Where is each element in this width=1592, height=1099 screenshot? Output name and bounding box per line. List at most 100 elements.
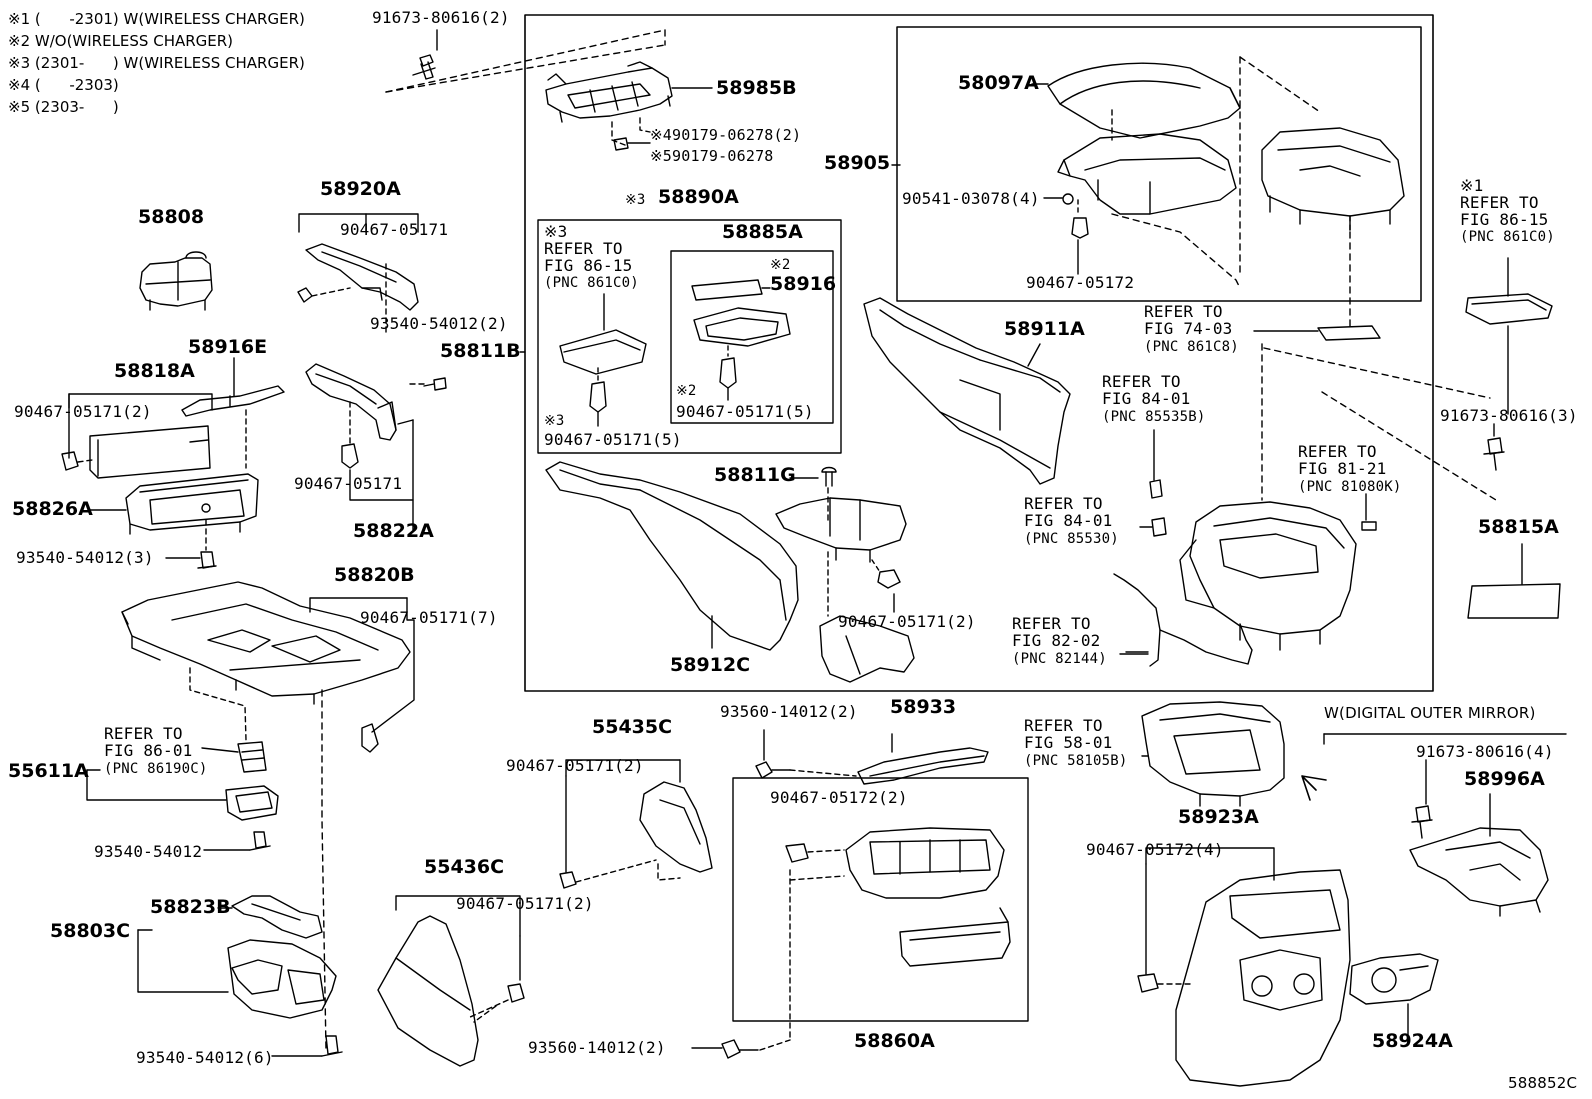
58860A-group-frame bbox=[732, 777, 1029, 1022]
mark-58916: ※2 bbox=[770, 257, 791, 273]
part-90467-822[interactable]: 90467-05171 bbox=[294, 474, 403, 493]
part-55436C[interactable]: 55436C bbox=[424, 856, 505, 878]
ref-line2: FIG 86-15 bbox=[1460, 209, 1549, 229]
applicability-notes: ※1 ( -2301) W(WIRELESS CHARGER) ※2 W/O(WI… bbox=[8, 8, 305, 118]
part-91673-3[interactable]: 91673-80616(3) bbox=[1440, 406, 1578, 425]
part-90467-885[interactable]: 90467-05171(5) bbox=[676, 402, 814, 421]
clip-90467-436 bbox=[507, 983, 525, 1003]
clip-90467-885 bbox=[719, 357, 737, 389]
switch-55611A-a bbox=[237, 741, 267, 773]
ref-line1: REFER TO bbox=[544, 238, 623, 258]
part-93540-2[interactable]: 93540-54012(2) bbox=[370, 314, 508, 333]
58890A-group-frame bbox=[537, 219, 842, 454]
screw-90541 bbox=[1062, 193, 1074, 205]
part-58811G[interactable]: 58811G bbox=[714, 464, 796, 486]
part-55611A[interactable]: 55611A bbox=[8, 760, 89, 782]
part-90179-4[interactable]: ※490179-06278(2) bbox=[650, 126, 802, 144]
part-55435C[interactable]: 55435C bbox=[592, 716, 673, 738]
part-90467-920[interactable]: 90467-05171 bbox=[340, 220, 449, 239]
part-90467-05172-4[interactable]: 90467-05172(4) bbox=[1086, 840, 1224, 859]
part-58905[interactable]: 58905 bbox=[824, 152, 891, 174]
part-58820B[interactable]: 58820B bbox=[334, 564, 415, 586]
bolt-91673-4 bbox=[1411, 805, 1433, 839]
clip-58920A bbox=[297, 287, 313, 303]
part-58818A[interactable]: 58818A bbox=[114, 360, 195, 382]
part-58923A[interactable]: 58923A bbox=[1178, 806, 1259, 828]
part-58924A[interactable]: 58924A bbox=[1372, 1030, 1453, 1052]
part-58916[interactable]: 58916 bbox=[770, 273, 837, 295]
armrest-lid-58097A bbox=[1047, 62, 1241, 139]
charger-plate-861C0-left bbox=[559, 329, 647, 375]
trim-58916E bbox=[181, 385, 285, 417]
charger-frame-58885A bbox=[693, 307, 791, 347]
part-58097A[interactable]: 58097A bbox=[958, 72, 1039, 94]
part-58808[interactable]: 58808 bbox=[138, 206, 205, 228]
ref-pnc: (PNC 861C0) bbox=[1460, 229, 1555, 246]
part-93560-top[interactable]: 93560-14012(2) bbox=[720, 702, 858, 721]
part-93540-6[interactable]: 93540-54012(6) bbox=[136, 1048, 274, 1067]
part-91673-top[interactable]: 91673-80616(2) bbox=[372, 8, 510, 27]
part-58860A[interactable]: 58860A bbox=[854, 1030, 935, 1052]
part-58823B[interactable]: 58823B bbox=[150, 896, 231, 918]
part-90467-436[interactable]: 90467-05171(2) bbox=[456, 894, 594, 913]
part-90467-05172-2[interactable]: 90467-05172(2) bbox=[770, 788, 908, 807]
ref-line2: FIG 74-03 bbox=[1144, 318, 1233, 338]
part-90467-435[interactable]: 90467-05171(2) bbox=[506, 756, 644, 775]
part-90179-5[interactable]: ※590179-06278 bbox=[650, 147, 774, 165]
part-90467-811[interactable]: 90467-05171(2) bbox=[838, 612, 976, 631]
trim-ring bbox=[899, 921, 1011, 967]
part-58803C[interactable]: 58803C bbox=[50, 920, 131, 942]
part-93540-1[interactable]: 93540-54012 bbox=[94, 842, 203, 861]
shift-knob-58808 bbox=[139, 251, 213, 311]
note-1: ※1 ( -2301) W(WIRELESS CHARGER) bbox=[8, 10, 305, 28]
part-58885A[interactable]: 58885A bbox=[722, 221, 803, 243]
armrest-base bbox=[1057, 133, 1237, 215]
part-58985B[interactable]: 58985B bbox=[716, 77, 797, 99]
ref-pnc: (PNC 82144) bbox=[1012, 650, 1107, 667]
bolt-93540-2 bbox=[423, 377, 447, 391]
bolt-93540-1 bbox=[249, 831, 271, 851]
clip-58818A bbox=[61, 451, 79, 471]
ref-line1: REFER TO bbox=[1144, 302, 1223, 321]
part-90541[interactable]: 90541-03078(4) bbox=[902, 189, 1040, 208]
ref-line1: REFER TO bbox=[1012, 614, 1091, 633]
part-91673-4[interactable]: 91673-80616(4) bbox=[1416, 742, 1554, 761]
part-58890A[interactable]: 58890A bbox=[658, 186, 739, 208]
part-93560-bot[interactable]: 93560-14012(2) bbox=[528, 1038, 666, 1057]
part-90467-05172-top[interactable]: 90467-05172 bbox=[1026, 273, 1135, 292]
note-3: ※3 (2301- ) W(WIRELESS CHARGER) bbox=[8, 54, 305, 72]
part-58822A[interactable]: 58822A bbox=[353, 520, 434, 542]
part-58912C[interactable]: 58912C bbox=[670, 654, 751, 676]
part-58815A[interactable]: 58815A bbox=[1478, 516, 1559, 538]
part-90467-7[interactable]: 90467-05171(7) bbox=[360, 608, 498, 627]
part-58933[interactable]: 58933 bbox=[890, 696, 957, 718]
box-58826A bbox=[125, 473, 259, 535]
side-panel-58911A bbox=[863, 297, 1071, 485]
part-90467-818[interactable]: 90467-05171(2) bbox=[14, 402, 152, 421]
wire-harness-82144 bbox=[1113, 573, 1253, 667]
clip-90467-05172-4 bbox=[1137, 973, 1159, 993]
part-58811B[interactable]: 58811B bbox=[440, 340, 521, 362]
part-58911A[interactable]: 58911A bbox=[1004, 318, 1085, 340]
part-58916E[interactable]: 58916E bbox=[188, 336, 268, 358]
part-58920A[interactable]: 58920A bbox=[320, 178, 401, 200]
ref-line2: FIG 82-02 bbox=[1012, 630, 1101, 650]
ref-pnc: (PNC 81080K) bbox=[1298, 478, 1402, 495]
diagram-code: 588852C bbox=[1508, 1074, 1578, 1092]
bolt-91673-top bbox=[412, 54, 436, 80]
part-93540-3[interactable]: 93540-54012(3) bbox=[16, 548, 154, 567]
note-2: ※2 W/O(WIRELESS CHARGER) bbox=[8, 32, 234, 50]
part-58826A[interactable]: 58826A bbox=[12, 498, 93, 520]
part-90467-890[interactable]: 90467-05171(5) bbox=[544, 430, 682, 449]
part-58996A[interactable]: 58996A bbox=[1464, 768, 1545, 790]
